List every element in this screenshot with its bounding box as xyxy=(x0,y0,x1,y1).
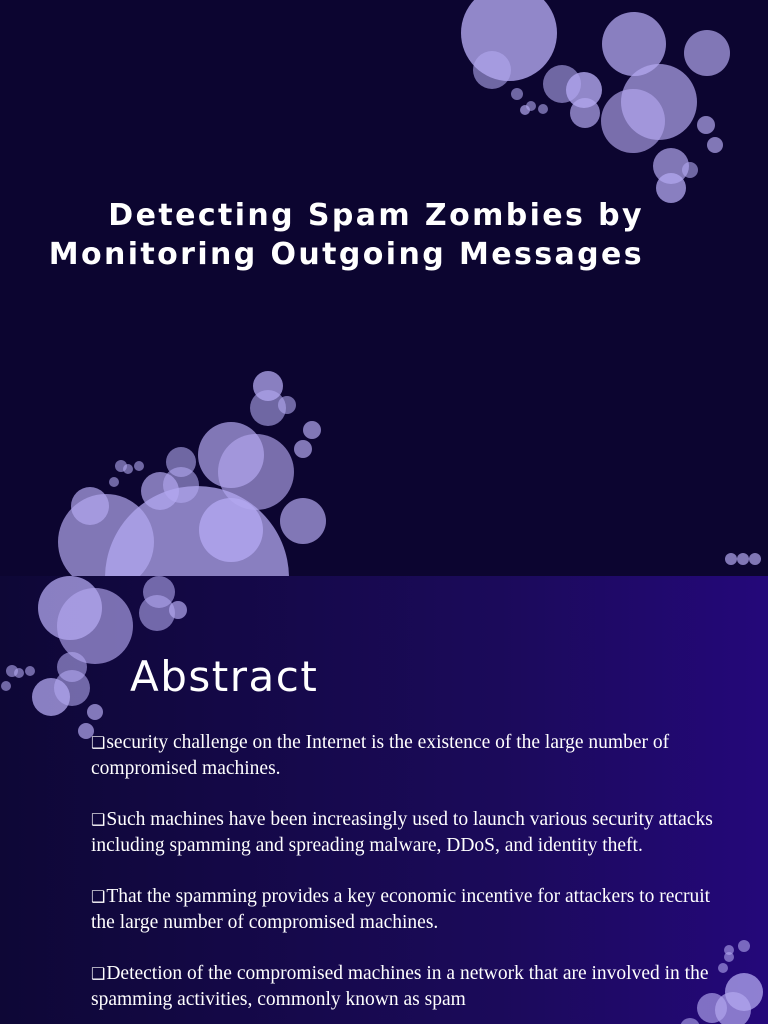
bullet-text: Detection of the compromised machines in… xyxy=(91,963,709,1010)
bullet-text: security challenge on the Internet is th… xyxy=(91,732,670,779)
hollow-square-bullet-icon: ❑ xyxy=(91,887,106,906)
bullet-text: Such machines have been increasingly use… xyxy=(91,809,713,856)
bubble-decoration-top xyxy=(58,0,761,576)
slide-title: Detecting Spam Zombies by Monitoring Out… xyxy=(48,198,644,272)
abstract-slide: Abstract ❑security challenge on the Inte… xyxy=(0,576,768,1024)
title-slide: Detecting Spam Zombies by Monitoring Out… xyxy=(48,0,761,576)
bubble-decoration-left xyxy=(1,576,763,1024)
bullet-item: ❑security challenge on the Internet is t… xyxy=(91,730,721,782)
abstract-heading: Abstract xyxy=(130,652,319,701)
hollow-square-bullet-icon: ❑ xyxy=(91,810,106,829)
bullet-item: ❑Such machines have been increasingly us… xyxy=(91,807,721,859)
bullet-text: That the spamming provides a key economi… xyxy=(91,886,711,933)
hollow-square-bullet-icon: ❑ xyxy=(91,733,106,752)
bullet-item: ❑Detection of the compromised machines i… xyxy=(91,961,721,1013)
hollow-square-bullet-icon: ❑ xyxy=(91,964,106,983)
bullet-item: ❑That the spamming provides a key econom… xyxy=(91,884,721,936)
abstract-bullet-list: ❑security challenge on the Internet is t… xyxy=(91,730,721,1024)
